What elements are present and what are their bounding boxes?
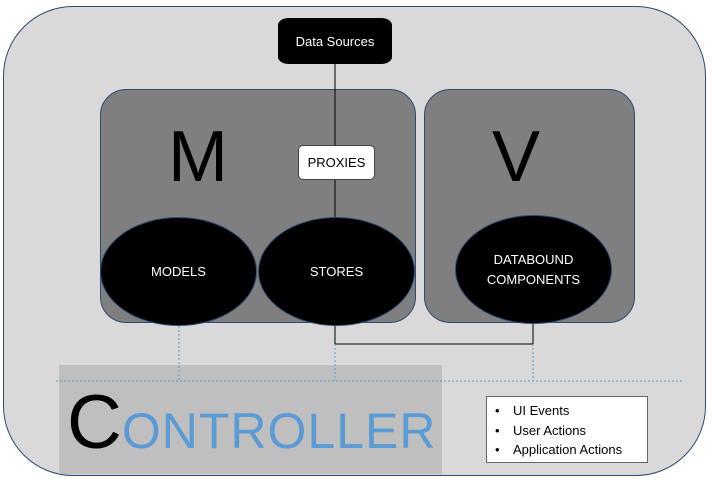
controller-actions-box: UI Events User Actions Application Actio…: [486, 396, 648, 463]
controller-band: [59, 365, 442, 474]
data-sources-node: Data Sources: [278, 18, 392, 64]
models-label: MODELS: [151, 263, 206, 279]
controller-title: CONTROLLER: [67, 385, 437, 461]
view-letter: V: [491, 117, 541, 197]
databound-components-label: DATABOUND COMPONENTS: [486, 251, 581, 287]
action-item: Application Actions: [495, 440, 647, 460]
proxies-node: PROXIES: [298, 145, 375, 180]
stores-label: STORES: [309, 263, 364, 279]
stores-node: STORES: [258, 217, 415, 326]
model-letter: M: [168, 117, 228, 197]
controller-first-letter: C: [67, 380, 122, 465]
proxies-label: PROXIES: [307, 155, 366, 170]
actions-list: UI Events User Actions Application Actio…: [495, 401, 647, 460]
models-node: MODELS: [100, 217, 257, 326]
controller-rest-letters: ONTROLLER: [121, 403, 437, 459]
data-sources-label: Data Sources: [295, 33, 375, 49]
databound-components-node: DATABOUND COMPONENTS: [455, 215, 612, 324]
action-item: UI Events: [495, 401, 647, 421]
action-item: User Actions: [495, 421, 647, 441]
